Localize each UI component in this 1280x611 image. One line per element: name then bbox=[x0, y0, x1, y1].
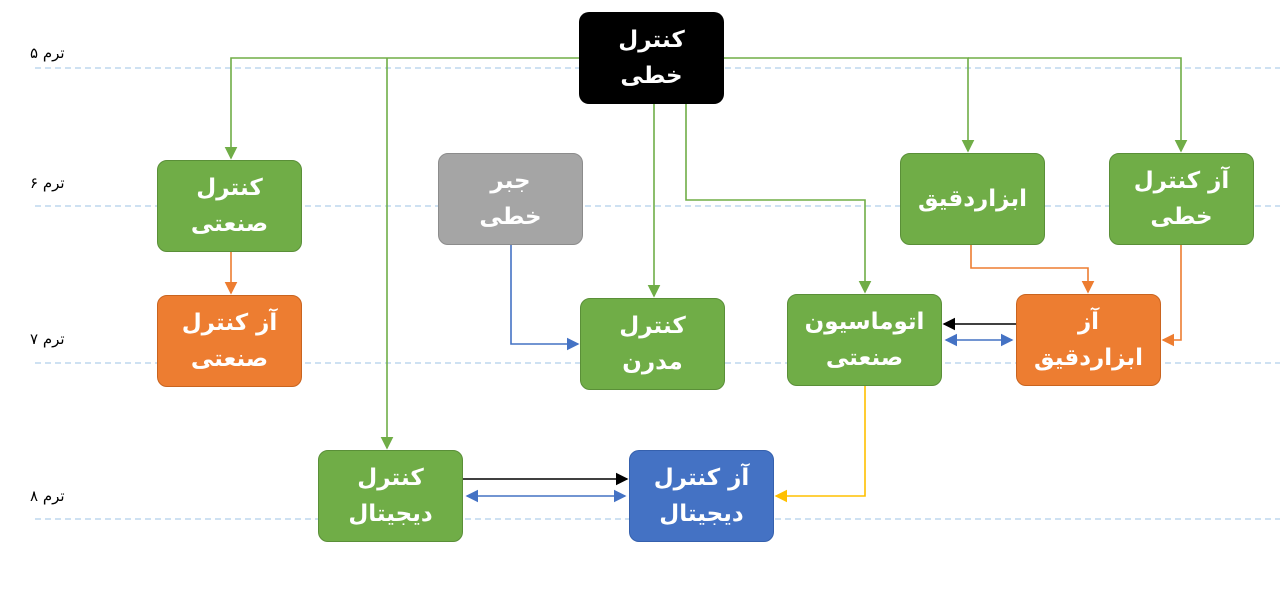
course-industrial-control: کنترل صنعتی bbox=[157, 160, 302, 252]
term-7-label: ترم ۷ bbox=[30, 330, 65, 348]
course-industrial-automation: اتوماسیون صنعتی bbox=[787, 294, 942, 386]
arrow-linear-to-automation bbox=[685, 104, 872, 294]
arrow-linear-lab-to-instrumentation-lab bbox=[1161, 245, 1182, 347]
course-linear-algebra: جبر خطی bbox=[438, 153, 583, 245]
term-6-label: ترم ۶ bbox=[30, 174, 65, 192]
arrow-automation-to-digital-lab bbox=[774, 386, 866, 503]
term-5-label: ترم ۵ bbox=[30, 44, 65, 62]
course-modern-control: کنترل مدرن bbox=[580, 298, 725, 390]
course-linear-control: کنترل خطی bbox=[579, 12, 724, 104]
course-linear-control-lab: آز کنترل خطی bbox=[1109, 153, 1254, 245]
course-industrial-control-lab: آز کنترل صنعتی bbox=[157, 295, 302, 387]
arrow-linear-to-industrial-control bbox=[224, 57, 579, 160]
arrow-instrumentation-to-lab bbox=[970, 245, 1095, 294]
arrow-linear-to-linear-lab bbox=[968, 57, 1188, 153]
course-digital-control-lab: آز کنترل دیجیتال bbox=[629, 450, 774, 542]
course-digital-control: کنترل دیجیتال bbox=[318, 450, 463, 542]
course-instrumentation-lab: آز ابزاردقیق bbox=[1016, 294, 1161, 386]
arrow-algebra-to-modern bbox=[510, 245, 580, 351]
course-instrumentation: ابزاردقیق bbox=[900, 153, 1045, 245]
arrow-linear-to-instrumentation bbox=[724, 57, 975, 153]
term-8-label: ترم ۸ bbox=[30, 487, 65, 505]
